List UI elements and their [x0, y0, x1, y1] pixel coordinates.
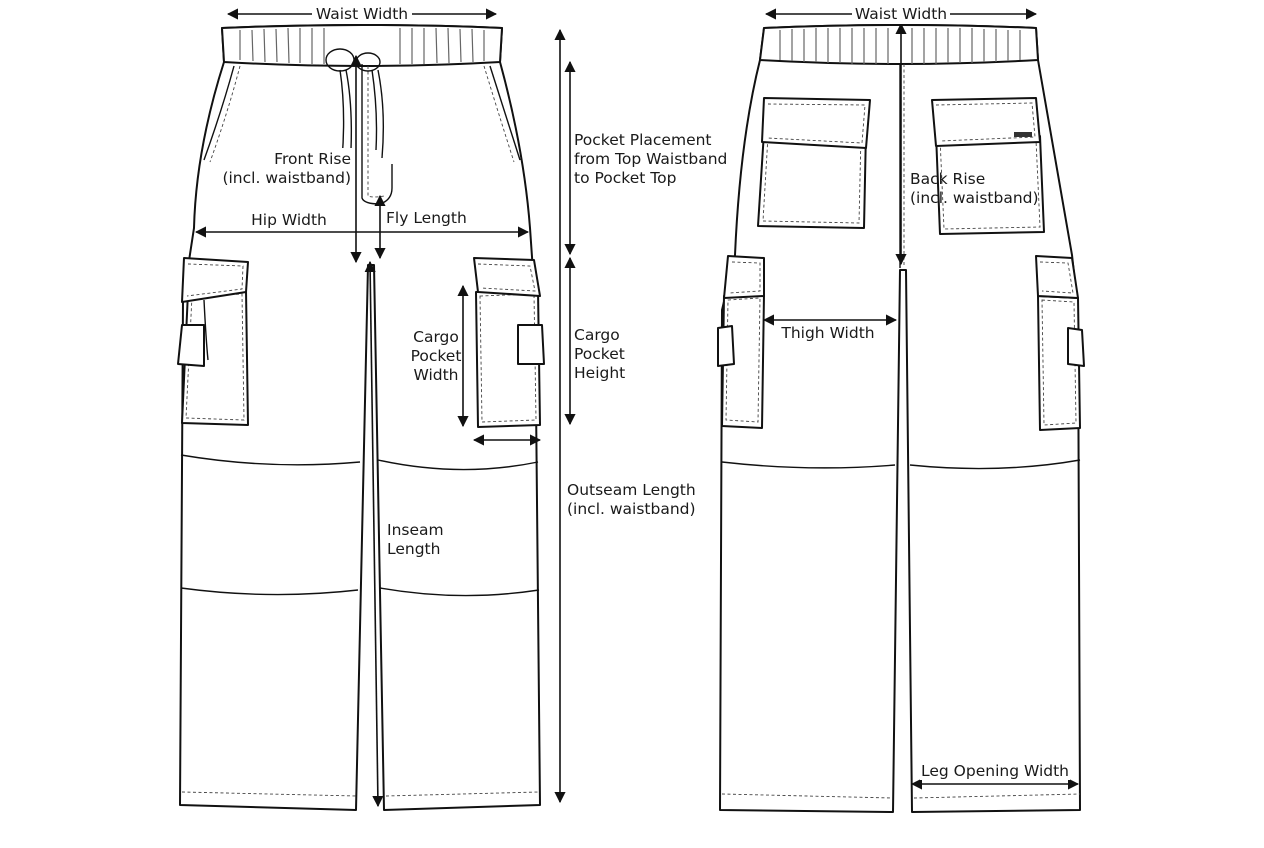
front-rise-sublabel: (incl. waistband): [222, 169, 351, 187]
dimension-lines: [194, 8, 1080, 808]
pocket-placement-label-line2: from Top Waistband: [574, 150, 727, 168]
inseam-length-line: [364, 260, 384, 808]
inseam-length-label-line1: Inseam: [387, 521, 444, 539]
brand-label-tab: [1014, 132, 1032, 137]
back-right-patch-pocket: [931, 97, 1045, 235]
back-waist-width-label: Waist Width: [855, 5, 947, 23]
cargo-pocket-width-label-line3: Width: [413, 366, 458, 384]
labels: Waist Width Front Rise (incl. waistband)…: [222, 4, 1070, 780]
front-waistband: [221, 24, 503, 67]
outseam-length-label-line2: (incl. waistband): [567, 500, 696, 518]
front-left-cargo-pocket: [177, 257, 249, 426]
front-right-cargo-pocket: [473, 257, 545, 428]
front-rise-label: Front Rise: [274, 150, 351, 168]
outseam-length-label-line1: Outseam Length: [567, 481, 696, 499]
back-waistband-gathers: [779, 28, 1021, 64]
cargo-pocket-width-label-line1: Cargo: [413, 328, 459, 346]
front-right-knee-seam-lower: [379, 587, 540, 597]
back-right-cargo-pocket: [1035, 255, 1085, 431]
cargo-pocket-width-label-line2: Pocket: [411, 347, 462, 365]
front-left-slant-pocket: [203, 65, 235, 161]
thigh-width-label: Thigh Width: [780, 324, 874, 342]
front-right-slant-pocket-stitch: [483, 65, 515, 163]
waistband-gathers: [239, 27, 485, 64]
front-left-knee-seam-upper: [180, 454, 361, 466]
hip-width-label: Hip Width: [251, 211, 327, 229]
leg-opening-width-label: Leg Opening Width: [921, 762, 1069, 780]
back-rise-sublabel: (incl. waistband): [910, 189, 1039, 207]
fly-length-label: Fly Length: [386, 209, 467, 227]
cargo-pocket-height-label-line1: Cargo: [574, 326, 620, 344]
front-left-slant-pocket-stitch: [209, 65, 241, 163]
back-left-cargo-pocket: [717, 255, 765, 429]
back-rise-label: Back Rise: [910, 170, 985, 188]
cargo-pocket-height-label-line3: Height: [574, 364, 625, 382]
front-left-knee-seam-lower: [180, 587, 359, 596]
front-waist-width-label: Waist Width: [316, 5, 408, 23]
front-view-pants: [177, 24, 545, 811]
pocket-placement-label-line3: to Pocket Top: [574, 169, 676, 187]
inseam-length-label-line2: Length: [387, 540, 440, 558]
cargo-pocket-height-label-line2: Pocket: [574, 345, 625, 363]
pocket-placement-label-line1: Pocket Placement: [574, 131, 712, 149]
front-right-slant-pocket: [489, 65, 521, 161]
front-right-knee-seam-upper: [377, 459, 539, 471]
back-left-patch-pocket: [757, 97, 871, 229]
